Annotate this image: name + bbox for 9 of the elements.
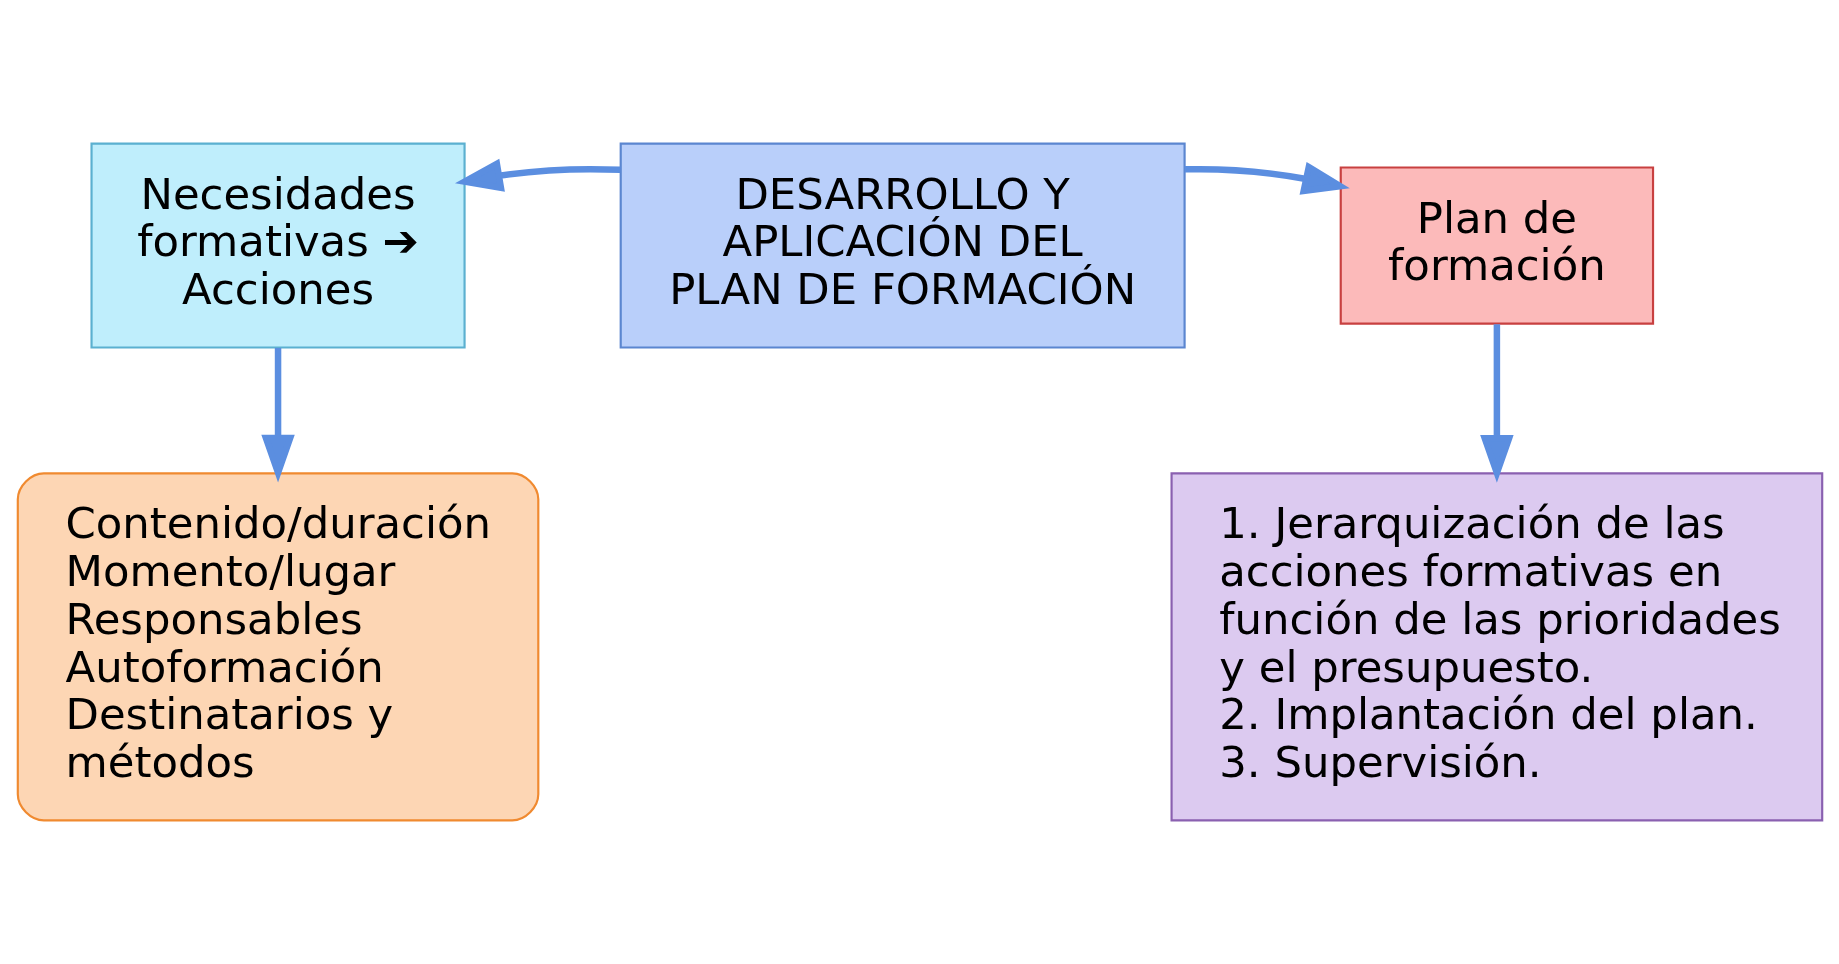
arrow <box>260 347 295 483</box>
arrow <box>1184 161 1350 195</box>
arrow <box>1479 324 1514 483</box>
node-box: Necesidades formativas ➔ Acciones <box>89 142 466 349</box>
node-box: Plan de formación <box>1339 166 1654 325</box>
node-box: 1. Jerarquización de las acciones formativas en función de las prioridades y el presupuesto. 2. Implantación del plan. 3. Supervisión. <box>1170 472 1823 822</box>
arrow <box>454 158 620 192</box>
node-box: Contenido/duración Momento/lugar Responsables Autoformación Destinatarios y métodos <box>16 472 539 822</box>
node-box: DESARROLLO Y APLICACIÓN DEL PLAN DE FORMACIÓN <box>619 142 1186 349</box>
